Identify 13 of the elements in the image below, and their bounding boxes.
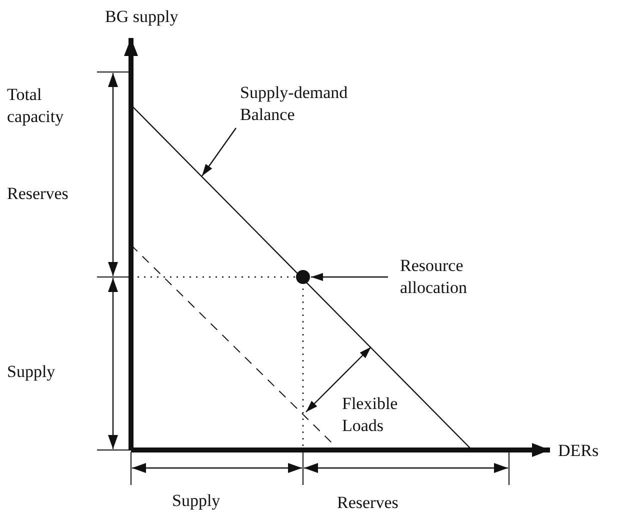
leader-line xyxy=(311,273,388,281)
dimension-label: Supply xyxy=(172,490,222,512)
dimension-label: Reserves xyxy=(337,492,400,514)
region-label: Flexible Loads xyxy=(342,393,399,437)
allocation-point xyxy=(296,270,310,284)
leader-line xyxy=(202,128,236,176)
dimension-label: Total capacity xyxy=(7,84,65,128)
callout-text: Resource allocation xyxy=(400,255,500,299)
dimension-label: Reserves xyxy=(7,183,70,205)
axis-label: BG supply xyxy=(105,6,180,28)
callout-text: Supply-demand Balance xyxy=(240,82,370,126)
axis-label: DERs xyxy=(558,440,600,462)
dimension-label: Supply xyxy=(7,361,56,383)
